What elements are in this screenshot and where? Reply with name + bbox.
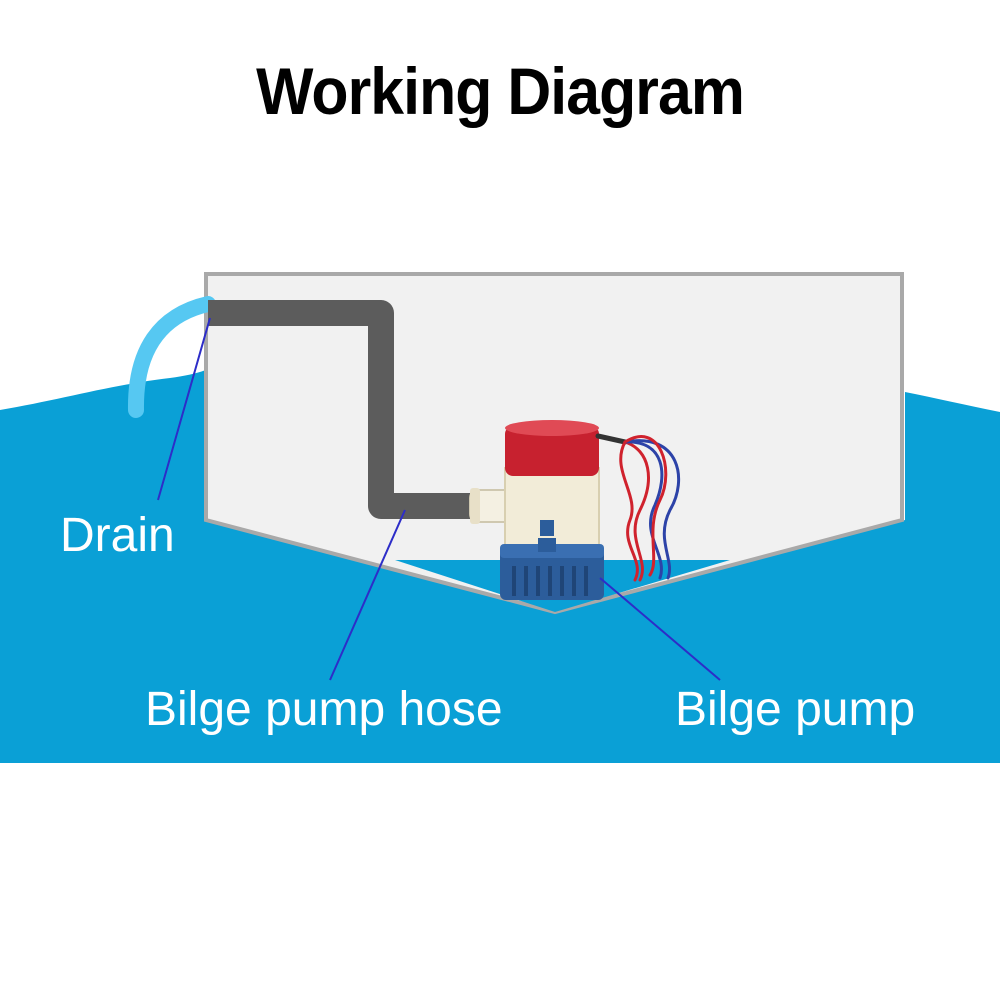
pump-wires bbox=[595, 433, 681, 582]
diagram-title: Working Diagram bbox=[256, 54, 745, 128]
drain-stream bbox=[127, 296, 216, 418]
bilge-pump-hose bbox=[208, 300, 475, 519]
bilge-pump-hose-label: Bilge pump hose bbox=[145, 683, 503, 736]
hose-leader-line bbox=[329, 509, 406, 681]
bilge-pump-label: Bilge pump bbox=[675, 683, 915, 736]
pump-base-slots bbox=[512, 566, 588, 596]
drain-leader-line bbox=[157, 317, 211, 501]
pump-latch-top bbox=[540, 520, 554, 536]
pump-latch-bottom bbox=[538, 538, 556, 552]
water-surface bbox=[0, 360, 1000, 763]
pump-cap bbox=[505, 426, 599, 476]
bilge-pump bbox=[500, 420, 604, 600]
drain-label: Drain bbox=[60, 509, 175, 562]
pump-leader-line bbox=[599, 577, 721, 681]
pump-cap-top bbox=[505, 420, 599, 436]
pump-outlet-ring bbox=[470, 488, 480, 524]
